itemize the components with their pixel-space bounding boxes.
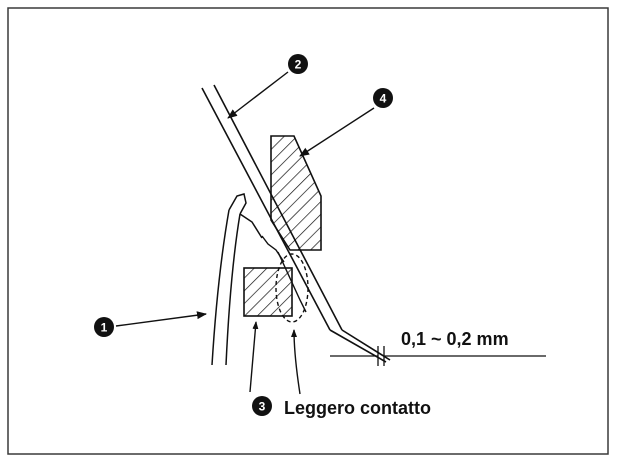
svg-text:1: 1	[101, 321, 108, 335]
callout-1: 1	[94, 317, 114, 337]
leader-line-1	[115, 311, 207, 327]
leader-line-4	[299, 107, 375, 157]
svg-text:4: 4	[380, 92, 387, 106]
callout-4: 4	[373, 88, 393, 108]
gap-dimension	[330, 346, 546, 366]
leader-line-3	[249, 321, 259, 393]
callout-3: 3	[252, 396, 272, 416]
svg-text:2: 2	[295, 58, 302, 72]
svg-text:3: 3	[259, 400, 266, 414]
light-contact-circle	[275, 253, 309, 323]
gap-label: 0,1 ~ 0,2 mm	[401, 329, 509, 349]
contact-detail	[261, 235, 307, 313]
block-part-3	[243, 267, 293, 317]
block-part-4	[270, 135, 322, 251]
leader-line-contact	[291, 329, 301, 395]
contact-label: Leggero contatto	[284, 398, 431, 418]
leader-line-2	[227, 71, 289, 119]
needle-part-1	[211, 193, 263, 366]
callout-2: 2	[288, 54, 308, 74]
